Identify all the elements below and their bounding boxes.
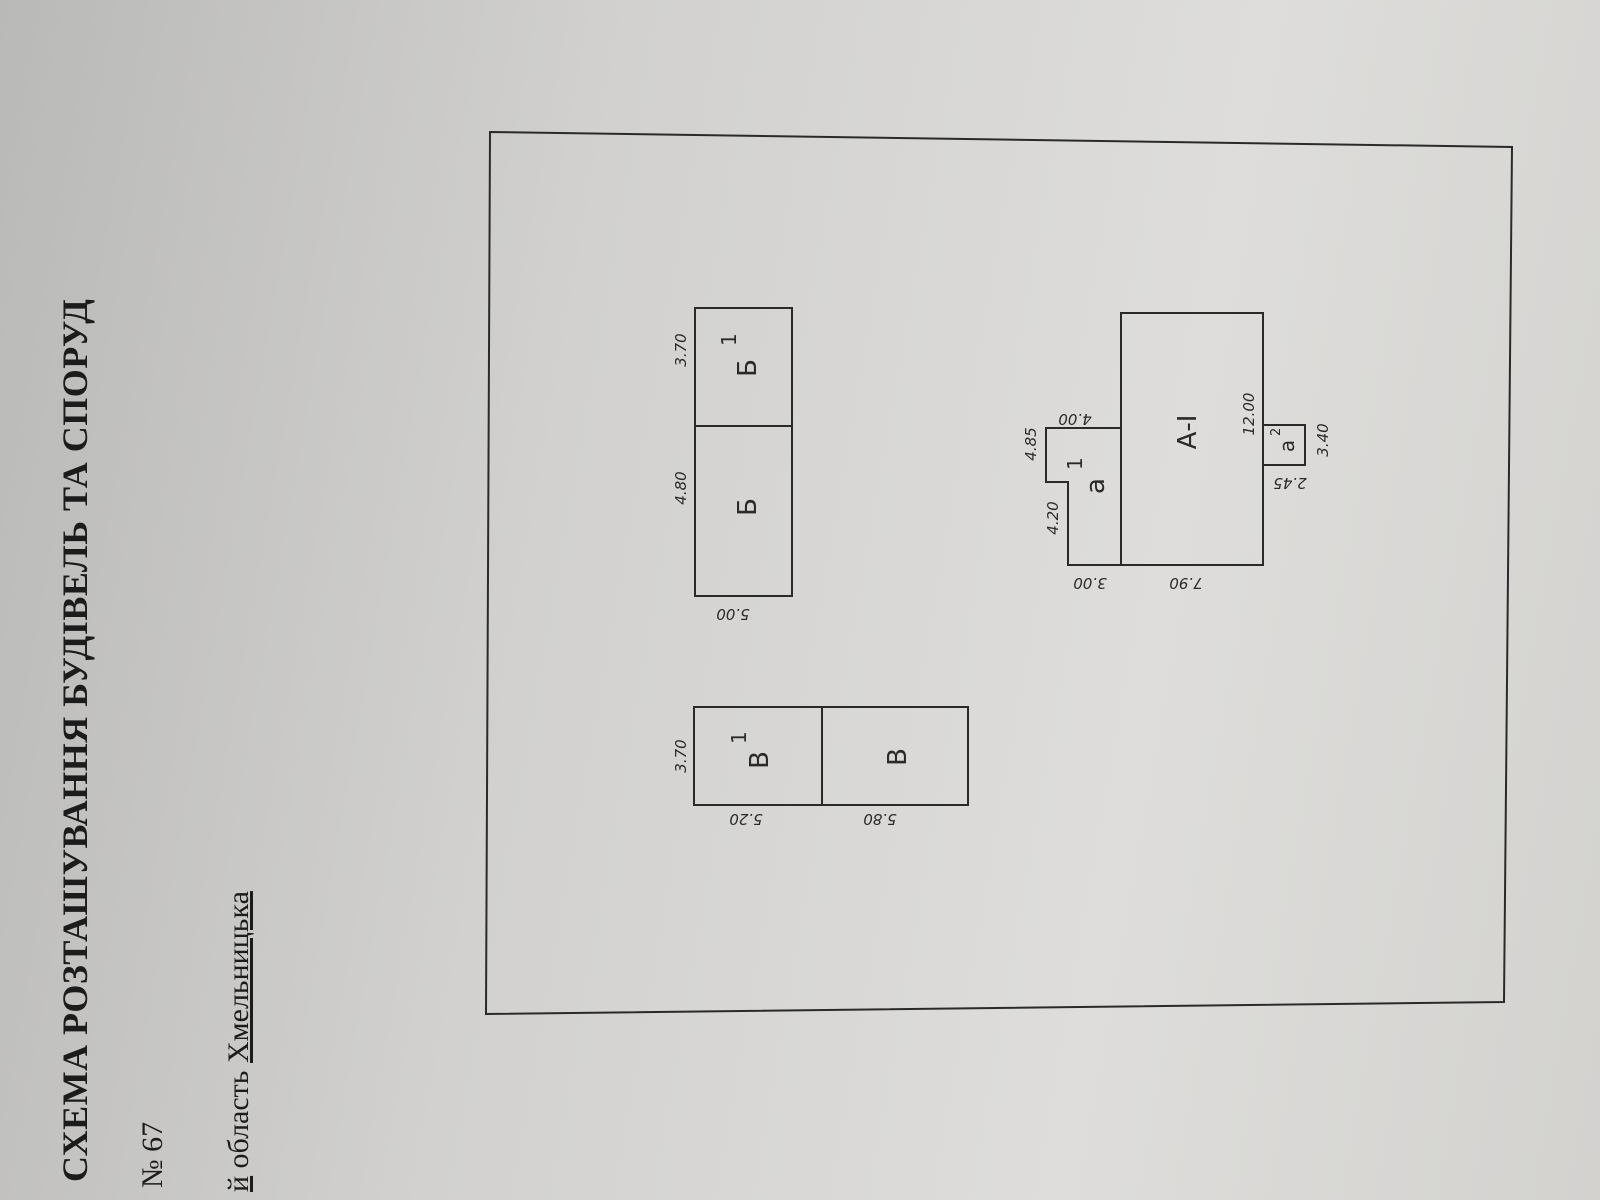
building-v-label: В: [883, 748, 913, 766]
building-a2-outline: [1262, 424, 1306, 466]
building-b1-dim-length: 3.70: [672, 333, 690, 366]
building-b1-index: 1: [717, 333, 741, 346]
building-b: Б Б 1 4.80 3.70 5.00: [672, 307, 793, 623]
building-v1-label: В: [745, 751, 775, 769]
building-v-outline: [693, 706, 969, 806]
building-a2-dim-length: 3.40: [1314, 423, 1332, 456]
building-b-label: Б: [733, 498, 763, 516]
building-a-dim-6: 12.00: [1240, 393, 1258, 436]
building-a-dim-2: 4.85: [1022, 427, 1040, 460]
building-b-outline: [694, 307, 793, 597]
building-a1-label: а: [1081, 478, 1111, 494]
building-a2-dim-width: 2.45: [1273, 474, 1306, 492]
building-a-label: А-І: [1173, 415, 1203, 450]
building-b-dim-width: 5.00: [716, 605, 749, 623]
building-v: В В 1 3.70 5.20 5.80: [672, 706, 969, 828]
building-a2-index: 2: [1269, 428, 1284, 436]
building-v1-index: 1: [727, 731, 751, 744]
building-a-dim-5: 7.90: [1169, 574, 1202, 592]
building-v-dim-width: 3.70: [672, 739, 690, 772]
building-a-dim-3: 4.20: [1044, 501, 1062, 534]
plan-frame: [484, 130, 1514, 1016]
building-v-dim-length: 5.80: [863, 810, 896, 828]
building-a-dim-4: 3.00: [1073, 574, 1106, 592]
building-b-dim-length: 4.80: [672, 471, 690, 504]
building-a: А-І а 1 а 2 4.00 4.85 4.20 3.00 7.90 12.…: [1022, 312, 1332, 592]
building-v1-dim-length: 5.20: [729, 810, 762, 828]
building-a2-label: а: [1275, 440, 1299, 452]
building-a1-index: 1: [1063, 457, 1087, 470]
building-b1-label: Б: [733, 359, 763, 377]
building-a-dim-1: 4.00: [1058, 410, 1091, 428]
building-a1-outline: [1045, 427, 1121, 566]
